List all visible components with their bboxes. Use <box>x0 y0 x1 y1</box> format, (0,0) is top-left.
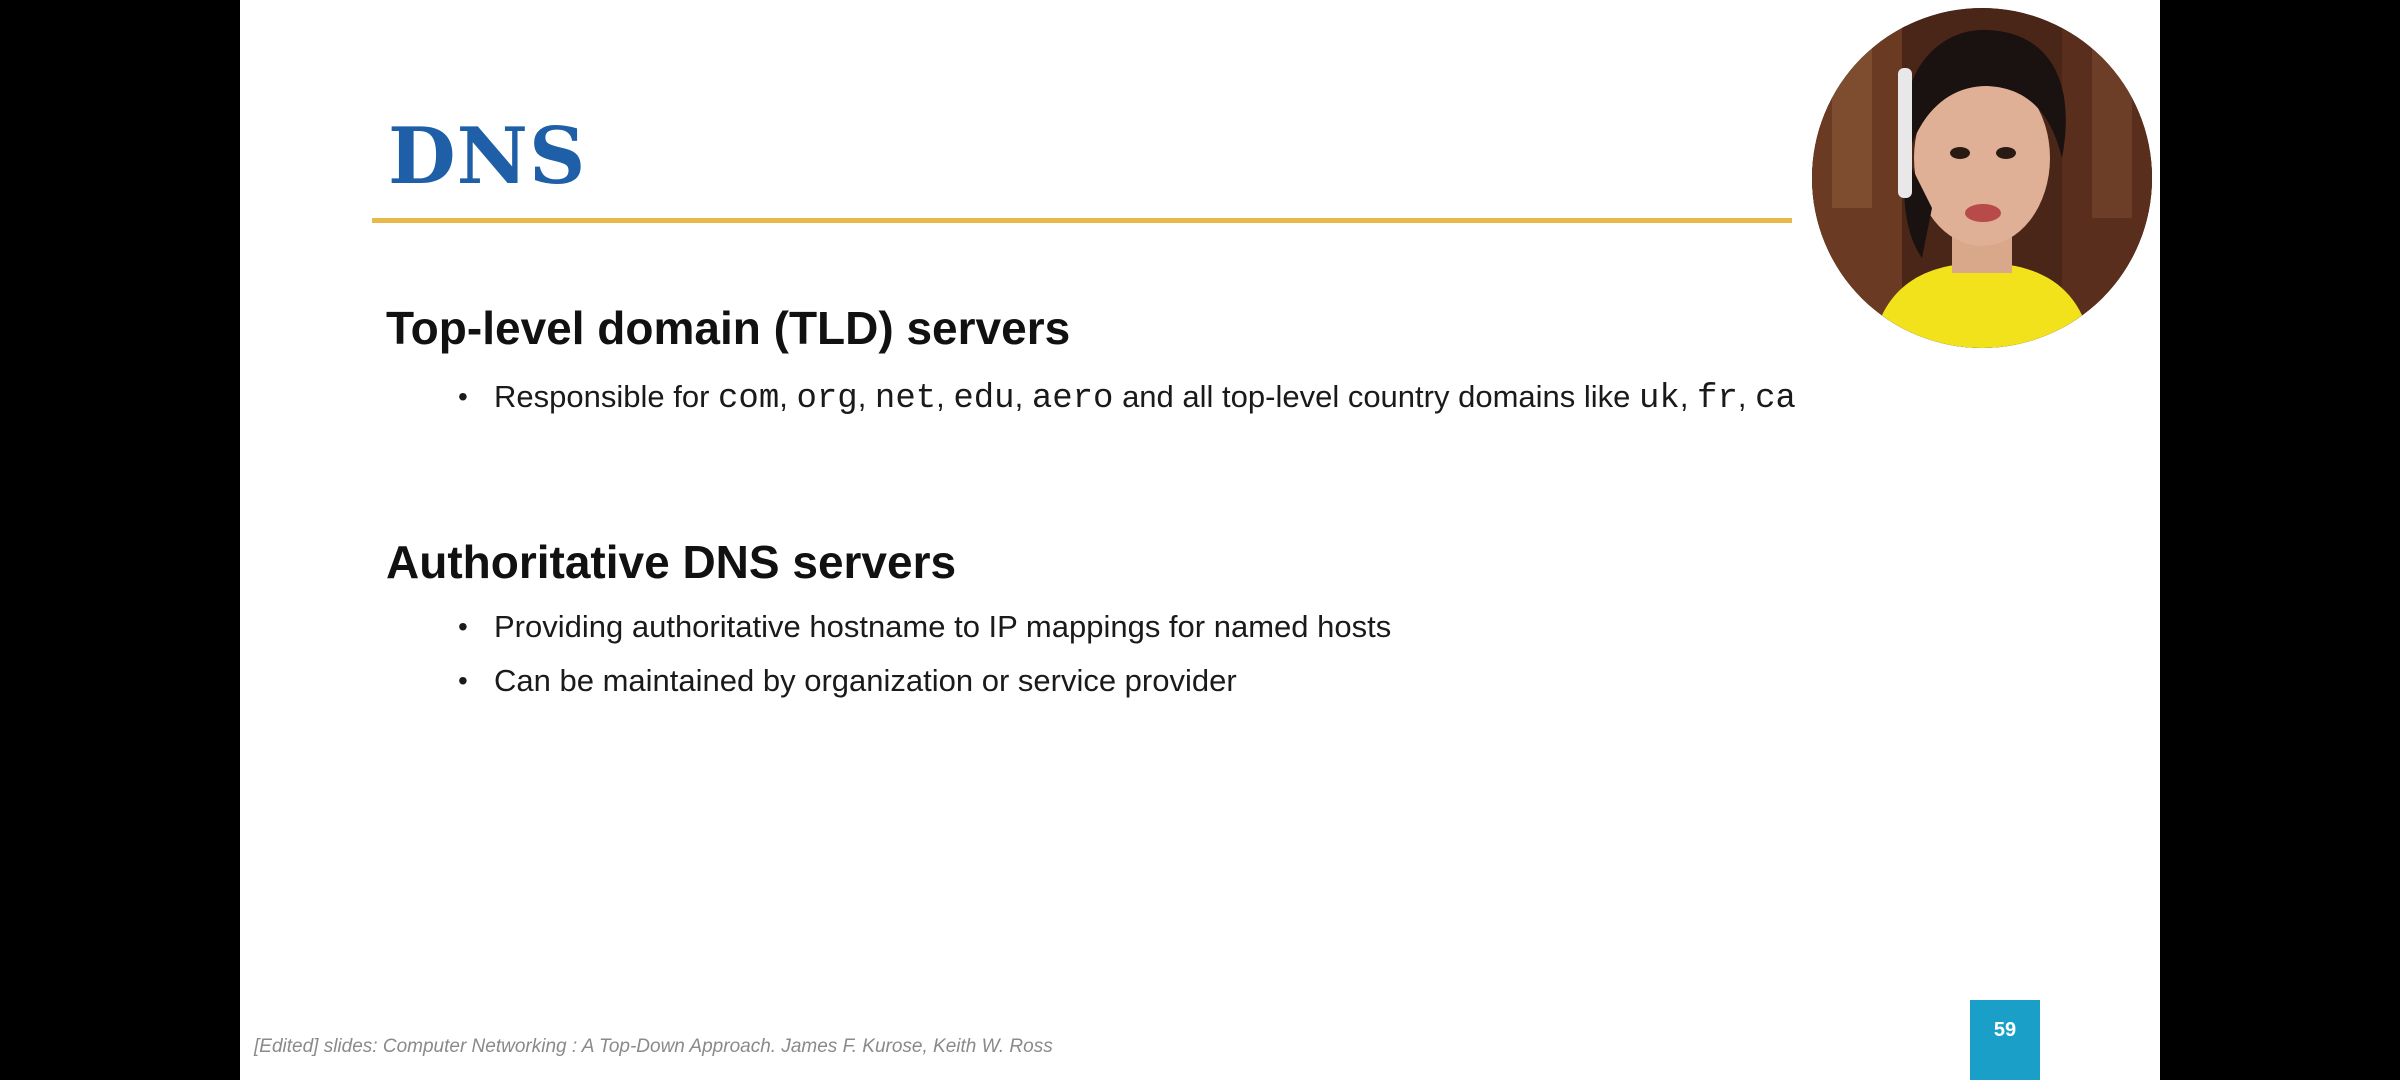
slide-title: DNS <box>388 111 587 202</box>
bullet-separator: , <box>857 379 875 414</box>
bullet-text-middle: and all top-level country domains like <box>1113 379 1639 414</box>
page-number-badge: 59 <box>1970 1000 2040 1080</box>
tld-code-uk: uk <box>1639 380 1680 418</box>
section-heading-authoritative-servers: Authoritative DNS servers <box>386 536 957 588</box>
tld-code-net: net <box>874 380 937 418</box>
bullet-separator: , <box>1737 379 1756 414</box>
presenter-webcam-icon <box>1812 8 2152 348</box>
bullet-separator: , <box>779 379 797 414</box>
bullet-separator: , <box>936 379 954 414</box>
bullet-tld-responsibility: • Responsible for com, org, net, edu, ae… <box>458 370 1796 426</box>
tld-code-ca: ca <box>1755 380 1796 418</box>
tld-servers-bullet-list: • Responsible for com, org, net, edu, ae… <box>458 370 1796 426</box>
presentation-slide: DNS Top-level domain (TLD) servers <box>240 0 2160 1080</box>
tld-code-edu: edu <box>953 380 1015 418</box>
authoritative-servers-bullet-list: • Providing authoritative hostname to IP… <box>458 600 1391 708</box>
bullet-marker: • <box>458 665 468 696</box>
section-heading-tld-servers: Top-level domain (TLD) servers <box>386 302 1071 354</box>
tld-code-org: org <box>796 380 858 418</box>
bullet-text: Can be maintained by organization or ser… <box>494 663 1237 698</box>
bullet-maintained-by: • Can be maintained by organization or s… <box>458 654 1391 708</box>
tld-code-com: com <box>718 380 780 418</box>
bullet-separator: , <box>1679 379 1698 414</box>
tld-code-aero: aero <box>1031 380 1114 418</box>
tld-code-fr: fr <box>1697 380 1738 418</box>
bullet-separator: , <box>1014 379 1032 414</box>
bullet-text-prefix: Responsible for <box>494 379 719 414</box>
bullet-marker: • <box>458 381 468 412</box>
bullet-authoritative-mappings: • Providing authoritative hostname to IP… <box>458 600 1391 654</box>
slide-footer-credit: [Edited] slides: Computer Networking : A… <box>254 1036 1053 1057</box>
bullet-marker: • <box>458 611 468 642</box>
bullet-text: Providing authoritative hostname to IP m… <box>494 609 1392 644</box>
title-underline <box>372 218 1792 223</box>
